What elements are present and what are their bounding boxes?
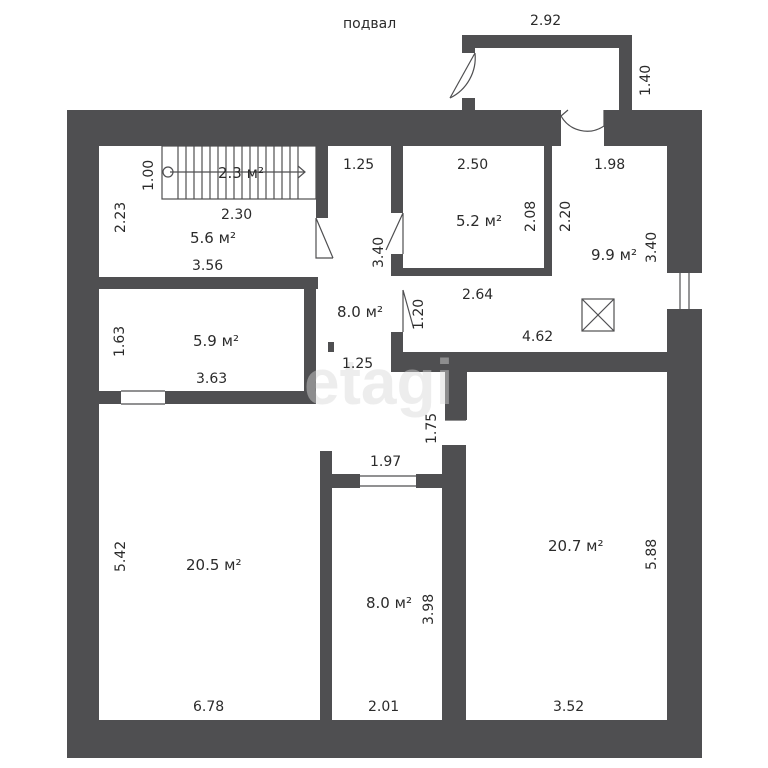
outer-wall-left <box>67 110 99 758</box>
dim-room-tl-height: 2.23 <box>113 202 129 233</box>
dim-corridor-door: 3.40 <box>371 237 387 268</box>
floor-title: подвал <box>343 16 396 32</box>
dim-rt-door: 1.20 <box>411 299 427 330</box>
wall-small-right <box>544 146 552 276</box>
area-room-top-left: 5.6 м² <box>190 229 236 247</box>
dim-stairs-height: 1.00 <box>141 160 157 191</box>
area-room-large-left: 20.5 м² <box>186 556 242 574</box>
dim-rt-height: 3.40 <box>644 232 660 263</box>
dim-large-left-width: 6.78 <box>193 699 224 715</box>
dim-rt-full-width: 4.62 <box>522 329 553 345</box>
dim-annex-width: 2.92 <box>530 13 561 29</box>
dim-small-room-width: 2.50 <box>457 157 488 173</box>
wall-tl-right <box>316 146 328 218</box>
annex-wall-left-low <box>462 98 475 112</box>
area-corridor: 8.0 м² <box>337 303 383 321</box>
dim-passage-width: 1.97 <box>370 454 401 470</box>
wall-center-top-a <box>320 474 360 488</box>
dim-small-room-height: 2.08 <box>523 201 539 232</box>
annex-door <box>449 52 476 99</box>
wall-right-block-left <box>445 352 467 420</box>
wall-center-right <box>442 445 466 720</box>
dim-room-ml-height: 1.63 <box>112 326 128 357</box>
staircase <box>161 145 317 200</box>
annex-wall-top <box>462 35 632 48</box>
dim-center-width: 2.01 <box>368 699 399 715</box>
outer-wall-right <box>667 110 702 758</box>
dim-rt-top-width: 1.98 <box>594 157 625 173</box>
outer-wall-bottom <box>67 720 702 758</box>
dim-rt-left-height: 2.20 <box>558 201 574 232</box>
area-room-small: 5.2 м² <box>456 212 502 230</box>
area-room-center: 8.0 м² <box>366 594 412 612</box>
dim-corridor-top: 1.25 <box>343 157 374 173</box>
outer-wall-top-left <box>67 110 561 146</box>
wall-ml-bottom-a <box>99 391 121 404</box>
window-right <box>667 273 702 309</box>
area-stairs: 2.3 м² <box>218 164 264 182</box>
dim-room-ml-width: 3.63 <box>196 371 227 387</box>
dim-passage-height: 1.75 <box>424 413 440 444</box>
dim-corridor-bottom: 1.25 <box>342 356 373 372</box>
dim-large-left-height: 5.42 <box>113 541 129 572</box>
dim-stairs-width: 2.30 <box>221 207 252 223</box>
dim-center-height: 3.98 <box>421 594 437 625</box>
vent-icon <box>581 298 615 332</box>
annex-wall-left <box>462 35 475 53</box>
dim-large-right-width: 3.52 <box>553 699 584 715</box>
wall-center-left <box>320 451 332 720</box>
dim-annex-height: 1.40 <box>638 65 654 96</box>
wall-small-left <box>391 146 403 213</box>
dim-room-tl-width: 3.56 <box>192 258 223 274</box>
dim-rt-bottom-width: 2.64 <box>462 287 493 303</box>
area-room-right-top: 9.9 м² <box>591 246 637 264</box>
area-room-mid-left: 5.9 м² <box>193 332 239 350</box>
wall-tl-bottom <box>99 277 318 289</box>
annex-wall-right <box>619 35 632 115</box>
wall-ml-right <box>304 289 316 404</box>
dim-large-right-height: 5.88 <box>644 539 660 570</box>
wall-corridor-stub <box>328 342 334 352</box>
wall-small-bottom <box>391 268 552 276</box>
watermark: etagi <box>304 346 453 418</box>
area-room-large-right: 20.7 м² <box>548 537 604 555</box>
wall-ml-bottom-b <box>165 391 316 404</box>
